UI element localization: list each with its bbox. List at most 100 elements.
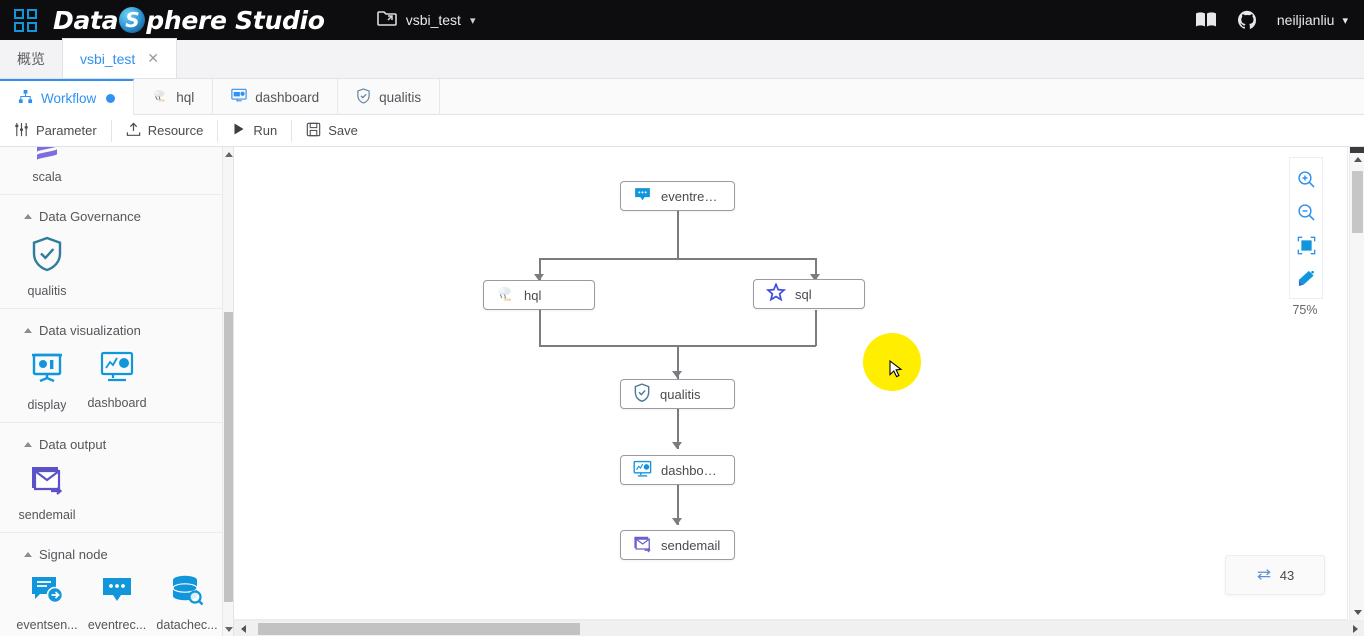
canvas-node-hql[interactable]: hive hql [483, 280, 595, 310]
palette-group-partial: scala [0, 147, 233, 195]
palette-item-label: datachec... [156, 618, 218, 632]
zoom-level-label: 75% [1292, 303, 1318, 317]
palette-item-sendemail[interactable]: sendemail [12, 460, 82, 522]
shield-check-icon [633, 383, 651, 405]
canvas-node-dashboard[interactable]: dashboard [620, 455, 735, 485]
palette-item-eventsend[interactable]: eventsen... [12, 570, 82, 632]
zoom-in-icon[interactable] [1297, 170, 1316, 189]
edge-to-qualitis [677, 345, 679, 379]
event-receive-icon [99, 574, 135, 611]
run-button[interactable]: Run [218, 119, 293, 142]
display-chart-icon [29, 350, 65, 391]
palette-item-display[interactable]: display [12, 346, 82, 412]
canvas-node-qualitis[interactable]: qualitis [620, 379, 735, 409]
modified-dot-icon [106, 93, 116, 103]
canvas-scroll-down-arrow-icon[interactable] [1350, 606, 1364, 619]
canvas-scroll-right-arrow-icon[interactable] [1348, 621, 1362, 636]
project-tab-label: 概览 [17, 50, 45, 67]
scroll-down-arrow-icon[interactable] [223, 622, 233, 636]
save-button[interactable]: Save [292, 120, 372, 142]
chevron-down-icon: ▾ [469, 14, 476, 27]
tab-label: hql [176, 89, 195, 105]
shield-check-icon [356, 87, 371, 107]
workflow-subtabs: Workflow hive hql dashboard qualitis [0, 79, 1364, 115]
canvas-node-label: sql [795, 286, 812, 302]
palette-item-dashboard[interactable]: dashboard [82, 346, 152, 412]
sidebar-scrollbar[interactable] [222, 147, 233, 636]
chevron-up-icon [24, 552, 32, 557]
palette-group-header[interactable]: Signal node [0, 533, 233, 570]
edge-to-sql [815, 258, 817, 284]
palette-group-header[interactable]: Data visualization [0, 309, 233, 346]
tab-hql[interactable]: hive hql [134, 79, 214, 115]
workflow-canvas[interactable]: eventrece... hive hql sql qualitis dashb… [234, 147, 1364, 636]
toolbar-label: Parameter [36, 123, 97, 138]
status-badge[interactable]: 43 [1225, 555, 1325, 595]
palette-item-datacheck[interactable]: datachec... [152, 570, 222, 632]
fit-screen-icon[interactable] [1297, 236, 1316, 255]
palette-item-label: eventsen... [16, 618, 78, 632]
palette-group-header[interactable]: Data Governance [0, 195, 233, 232]
palette-item-qualitis[interactable]: qualitis [12, 232, 82, 298]
palette-group-title: Data Governance [39, 209, 141, 224]
project-tab-overview[interactable]: 概览 [0, 39, 62, 78]
palette-item-scala[interactable]: scala [12, 147, 82, 184]
send-email-icon [29, 464, 65, 501]
dashboard-icon [99, 350, 135, 389]
canvas-node-label: dashboard [661, 462, 722, 478]
palette-item-label: dashboard [87, 396, 147, 410]
canvas-node-sql[interactable]: sql [753, 279, 865, 309]
tab-qualitis[interactable]: qualitis [338, 79, 441, 115]
header-actions: neiljianliu ▾ [1195, 10, 1364, 30]
canvas-node-sendemail[interactable]: sendemail [620, 530, 735, 560]
project-tab-vsbi-test[interactable]: vsbi_test ✕ [62, 38, 177, 78]
canvas-node-eventreceive[interactable]: eventrece... [620, 181, 735, 211]
toolbar-label: Resource [147, 123, 204, 138]
node-palette-sidebar[interactable]: scala Data Governance qualitis Data visu… [0, 147, 234, 636]
arrow-to-qualitis [672, 371, 682, 378]
edge-dashboard-sendemail [677, 485, 679, 525]
edge-qualitis-dashboard [677, 409, 679, 449]
workflow-toolbar: Parameter Resource Run Save [0, 115, 1364, 147]
arrow-to-hql [534, 274, 544, 281]
arrow-to-sql [810, 274, 820, 281]
palette-group-header[interactable]: Data output [0, 423, 233, 460]
parameter-button[interactable]: Parameter [0, 119, 112, 142]
palette-group-data-visualization: Data visualization display dashboard [0, 309, 233, 423]
edge-hql-down [539, 310, 541, 346]
scroll-up-arrow-icon[interactable] [223, 147, 233, 161]
status-badge-value: 43 [1279, 567, 1295, 583]
brand-sphere-icon: S [119, 7, 146, 33]
tab-workflow[interactable]: Workflow [0, 79, 135, 115]
sliders-icon [14, 122, 29, 140]
format-brush-icon[interactable] [1297, 269, 1316, 288]
shield-check-icon [30, 236, 64, 277]
resource-button[interactable]: Resource [112, 119, 219, 142]
canvas-hscroll-thumb[interactable] [258, 623, 580, 635]
canvas-node-label: qualitis [660, 386, 701, 402]
book-icon[interactable] [1195, 11, 1217, 29]
github-icon[interactable] [1237, 10, 1257, 30]
tab-dashboard[interactable]: dashboard [213, 79, 339, 115]
canvas-vertical-scrollbar[interactable] [1349, 147, 1364, 621]
project-tabstrip: 概览 vsbi_test ✕ [0, 38, 1364, 79]
user-menu[interactable]: neiljianliu ▾ [1277, 12, 1348, 28]
close-icon[interactable]: ✕ [147, 50, 159, 66]
canvas-surface[interactable]: eventrece... hive hql sql qualitis dashb… [234, 147, 1348, 620]
canvas-vscroll-thumb[interactable] [1352, 171, 1363, 233]
dashboard-icon [231, 88, 247, 106]
canvas-scroll-left-arrow-icon[interactable] [236, 621, 250, 636]
canvas-horizontal-scrollbar[interactable] [234, 620, 1364, 636]
project-selector[interactable]: vsbi_test ▾ [376, 10, 476, 30]
chevron-up-icon [24, 214, 32, 219]
canvas-scroll-up-arrow-icon[interactable] [1350, 153, 1364, 166]
canvas-zoom-panel [1289, 157, 1323, 299]
toolbar-label: Run [253, 123, 278, 138]
send-email-icon [633, 535, 652, 556]
sidebar-scroll-thumb[interactable] [224, 312, 233, 602]
edge-to-hql [539, 258, 541, 284]
zoom-out-icon[interactable] [1297, 203, 1316, 222]
grid-logo-icon[interactable] [14, 8, 37, 32]
palette-item-eventreceive[interactable]: eventrec... [82, 570, 152, 632]
